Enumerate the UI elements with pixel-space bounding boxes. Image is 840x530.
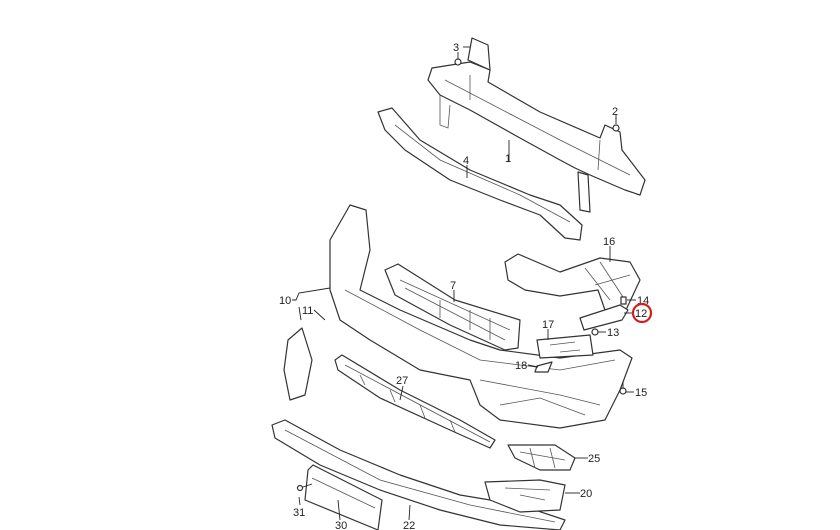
label-22[interactable]: 22 bbox=[403, 520, 415, 530]
part-31-screw[interactable] bbox=[296, 483, 313, 492]
label-27[interactable]: 27 bbox=[396, 375, 408, 387]
part-3-screw[interactable] bbox=[454, 52, 462, 66]
part-30-plate-holder[interactable] bbox=[304, 464, 383, 530]
part-20-trim[interactable] bbox=[484, 479, 566, 513]
label-17[interactable]: 17 bbox=[542, 319, 554, 331]
label-7[interactable]: 7 bbox=[450, 280, 456, 292]
label-30[interactable]: 30 bbox=[335, 520, 347, 530]
part-15-screw[interactable] bbox=[619, 382, 627, 395]
part-25-trim-grille[interactable] bbox=[507, 444, 576, 471]
label-13[interactable]: 13 bbox=[607, 327, 619, 339]
label-10[interactable]: 10 bbox=[279, 295, 291, 307]
part-27-lower-grille[interactable] bbox=[334, 354, 496, 449]
leader-lines bbox=[292, 46, 636, 521]
callout-labels: 3 2 4 1 16 7 10 11 14 12 13 17 18 15 27 … bbox=[279, 42, 653, 530]
part-16-bracket[interactable] bbox=[504, 253, 641, 313]
label-4[interactable]: 4 bbox=[463, 155, 469, 167]
label-11[interactable]: 11 bbox=[302, 305, 313, 317]
label-20[interactable]: 20 bbox=[580, 488, 592, 500]
part-7-grille[interactable] bbox=[384, 263, 521, 351]
part-4-impact-beam[interactable] bbox=[377, 107, 583, 241]
label-12[interactable]: 12 bbox=[635, 308, 647, 320]
part-13-nut[interactable] bbox=[591, 328, 599, 336]
part-side-bracket-left[interactable] bbox=[283, 327, 313, 401]
part-17-bracket[interactable] bbox=[536, 334, 594, 359]
label-25[interactable]: 25 bbox=[588, 453, 600, 465]
label-15[interactable]: 15 bbox=[635, 387, 647, 399]
label-16[interactable]: 16 bbox=[603, 236, 615, 248]
part-14-clip[interactable] bbox=[620, 296, 627, 305]
part-18-tow-cap[interactable] bbox=[534, 361, 553, 373]
part-10-bumper-cover[interactable] bbox=[329, 204, 633, 429]
part-22-spoiler[interactable] bbox=[271, 419, 566, 530]
label-18[interactable]: 18 bbox=[515, 360, 527, 372]
label-31[interactable]: 31 bbox=[293, 507, 305, 519]
part-1-carrier[interactable] bbox=[427, 37, 646, 213]
label-3[interactable]: 3 bbox=[453, 42, 459, 54]
highlight-circle bbox=[631, 302, 653, 324]
label-2[interactable]: 2 bbox=[612, 106, 618, 118]
part-12-guide-profile[interactable] bbox=[579, 304, 629, 331]
label-1[interactable]: 1 bbox=[505, 153, 511, 165]
